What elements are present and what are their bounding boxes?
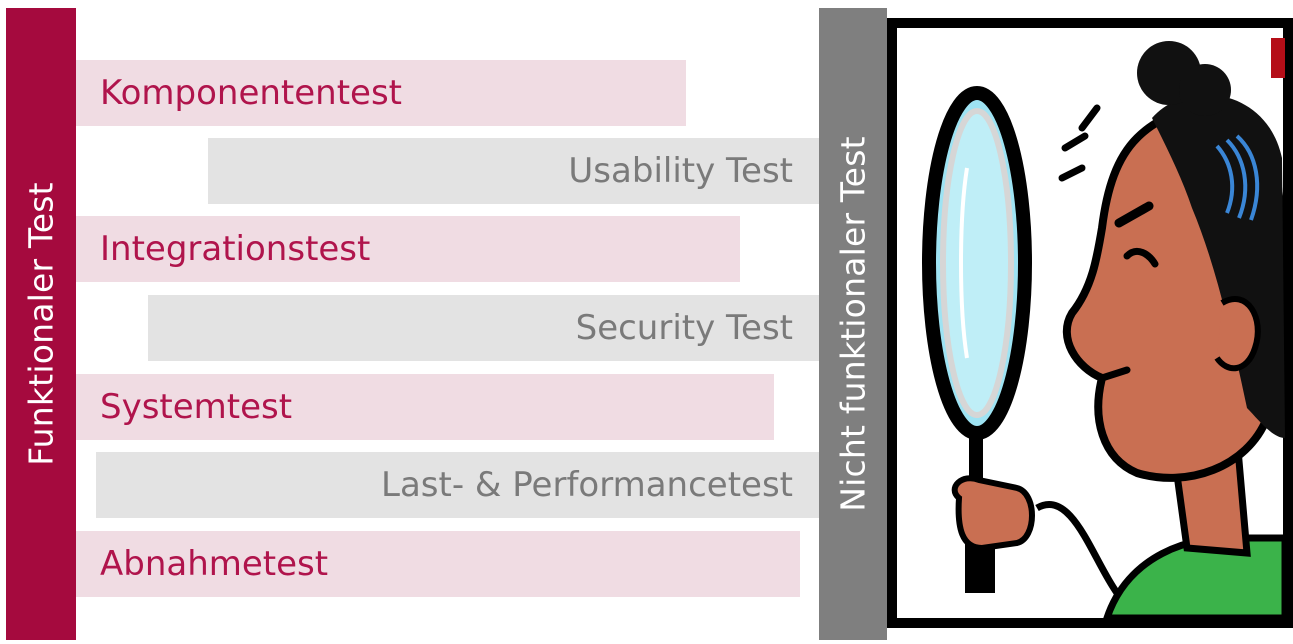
functional-item-label: Systemtest (100, 387, 293, 427)
functional-test-bar: Funktionaler Test (6, 8, 76, 640)
inspector-illustration (885, 16, 1293, 630)
functional-item-komponententest: Komponententest (76, 60, 686, 126)
functional-item-label: Komponententest (100, 73, 403, 113)
functional-item-label: Abnahmetest (100, 544, 329, 584)
nonfunctional-item-label: Last- & Performancetest (381, 465, 793, 505)
nonfunctional-test-bar: Nicht funktionaler Test (819, 8, 887, 640)
functional-test-label: Funktionaler Test (21, 182, 61, 466)
nonfunctional-item-label: Usability Test (568, 151, 793, 191)
nonfunctional-item-security: Security Test (148, 295, 819, 361)
nonfunctional-item-label: Security Test (575, 308, 793, 348)
nonfunctional-test-label: Nicht funktionaler Test (833, 136, 873, 512)
functional-item-integrationstest: Integrationstest (76, 216, 740, 282)
functional-item-abnahmetest: Abnahmetest (76, 531, 800, 597)
functional-item-label: Integrationstest (100, 229, 371, 269)
nonfunctional-item-usability: Usability Test (208, 138, 819, 204)
magnifying-glass-inspector-icon (885, 16, 1293, 630)
functional-item-systemtest: Systemtest (76, 374, 774, 440)
nonfunctional-item-performance: Last- & Performancetest (96, 452, 819, 518)
